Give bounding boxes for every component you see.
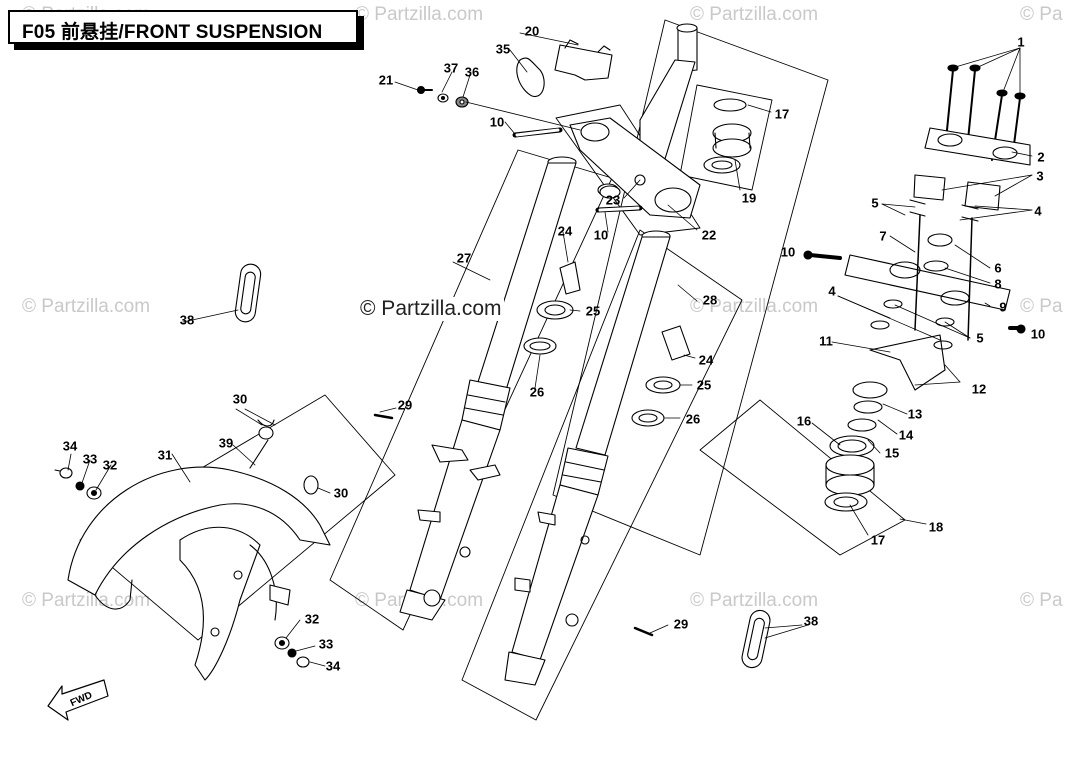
callout-17[interactable]: 17 xyxy=(774,106,790,122)
callout-10[interactable]: 10 xyxy=(489,114,505,130)
callout-9[interactable]: 9 xyxy=(999,299,1007,315)
callout-1[interactable]: 1 xyxy=(1017,34,1025,50)
callout-29[interactable]: 29 xyxy=(673,616,689,632)
fender-group-outline xyxy=(79,394,396,641)
watermark: © Partzilla.com xyxy=(690,4,819,25)
callout-35[interactable]: 35 xyxy=(495,41,511,57)
watermark: © Partzilla.com xyxy=(22,590,151,611)
callout-24[interactable]: 24 xyxy=(557,223,573,239)
callout-18[interactable]: 18 xyxy=(928,519,944,535)
rubber-strap xyxy=(234,263,262,323)
watermark: © Partzilla.com xyxy=(22,296,151,317)
callout-15[interactable]: 15 xyxy=(884,445,900,461)
dust-seal xyxy=(559,261,581,295)
callout-39[interactable]: 39 xyxy=(218,435,234,451)
callout-8[interactable]: 8 xyxy=(994,276,1002,292)
callout-27[interactable]: 27 xyxy=(456,250,472,266)
left-fork-leg xyxy=(504,230,671,686)
watermark: © Partzilla.com xyxy=(690,296,819,317)
upper-bearing-outline xyxy=(679,84,773,191)
callout-26[interactable]: 26 xyxy=(685,411,701,427)
lower-triple-clamp xyxy=(844,199,1011,391)
callout-3[interactable]: 3 xyxy=(1036,168,1044,184)
callout-7[interactable]: 7 xyxy=(879,228,887,244)
callout-29[interactable]: 29 xyxy=(397,397,413,413)
callout-31[interactable]: 31 xyxy=(157,447,173,463)
callout-28[interactable]: 28 xyxy=(702,292,718,308)
front-fender xyxy=(67,466,331,681)
callout-34[interactable]: 34 xyxy=(325,658,341,674)
right-fork-group-outline xyxy=(329,149,613,631)
callout-14[interactable]: 14 xyxy=(898,427,914,443)
title-box: F05 前悬挂/FRONT SUSPENSION xyxy=(8,10,358,44)
watermark: © Pa xyxy=(1020,590,1063,611)
callout-26[interactable]: 26 xyxy=(529,384,545,400)
steering-stem-group-outline xyxy=(552,19,829,556)
callout-30[interactable]: 30 xyxy=(333,485,349,501)
callout-24[interactable]: 24 xyxy=(698,352,714,368)
callout-36[interactable]: 36 xyxy=(464,64,480,80)
callout-25[interactable]: 25 xyxy=(585,303,601,319)
callout-34[interactable]: 34 xyxy=(62,438,78,454)
callout-5[interactable]: 5 xyxy=(871,195,879,211)
leader-lines xyxy=(67,32,1033,667)
callout-10[interactable]: 10 xyxy=(1030,326,1046,342)
callout-38[interactable]: 38 xyxy=(179,312,195,328)
callout-38[interactable]: 38 xyxy=(803,613,819,629)
callout-32[interactable]: 32 xyxy=(304,611,320,627)
callout-13[interactable]: 13 xyxy=(907,406,923,422)
handlebar-bracket xyxy=(554,44,613,81)
watermark: © Pa xyxy=(1020,4,1063,25)
callout-33[interactable]: 33 xyxy=(82,451,98,467)
callout-16[interactable]: 16 xyxy=(796,413,812,429)
right-fork-leg xyxy=(399,156,577,621)
callout-10[interactable]: 10 xyxy=(780,244,796,260)
callout-11[interactable]: 11 xyxy=(819,333,833,349)
callout-4[interactable]: 4 xyxy=(1034,203,1042,219)
callout-33[interactable]: 33 xyxy=(318,636,334,652)
callout-30[interactable]: 30 xyxy=(232,391,248,407)
wire-loop xyxy=(516,57,545,97)
callout-4[interactable]: 4 xyxy=(828,283,836,299)
callout-20[interactable]: 20 xyxy=(524,23,540,39)
forward-arrow-shape xyxy=(47,679,109,721)
callout-17[interactable]: 17 xyxy=(870,532,886,548)
callout-25[interactable]: 25 xyxy=(696,377,712,393)
callout-32[interactable]: 32 xyxy=(102,457,118,473)
callout-10[interactable]: 10 xyxy=(593,227,609,243)
watermark: © Partzilla.com xyxy=(355,4,484,25)
rubber-strap xyxy=(741,609,771,669)
watermark: © Pa xyxy=(1020,296,1063,317)
callout-6[interactable]: 6 xyxy=(994,260,1002,276)
center-watermark: © Partzilla.com xyxy=(358,297,504,321)
handlebar-clamp-assembly xyxy=(913,64,1031,211)
callout-19[interactable]: 19 xyxy=(741,190,757,206)
watermark: © Partzilla.com xyxy=(690,590,819,611)
left-fork-group-outline xyxy=(461,229,743,721)
page-title: F05 前悬挂/FRONT SUSPENSION xyxy=(22,22,323,43)
callout-22[interactable]: 22 xyxy=(701,227,717,243)
callout-21[interactable]: 21 xyxy=(378,72,394,88)
callout-5[interactable]: 5 xyxy=(976,330,984,346)
callout-2[interactable]: 2 xyxy=(1037,149,1045,165)
callout-37[interactable]: 37 xyxy=(443,60,459,76)
callout-12[interactable]: 12 xyxy=(971,381,987,397)
callout-23[interactable]: 23 xyxy=(605,192,621,208)
